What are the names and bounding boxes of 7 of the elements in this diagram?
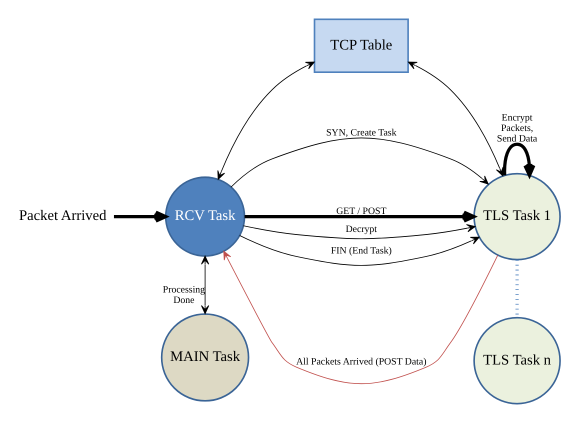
node-text: Packet Arrived	[19, 208, 106, 224]
edge-label: All Packets Arrived (POST Data)	[296, 356, 426, 367]
edge-label: SYN, Create Task	[326, 127, 396, 138]
edge-label: Decrypt	[346, 223, 378, 234]
edge-label: Encrypt Packets, Send Data	[496, 112, 538, 144]
edge-label: GET / POST	[336, 205, 386, 216]
edge-label: FIN (End Task)	[330, 245, 392, 256]
